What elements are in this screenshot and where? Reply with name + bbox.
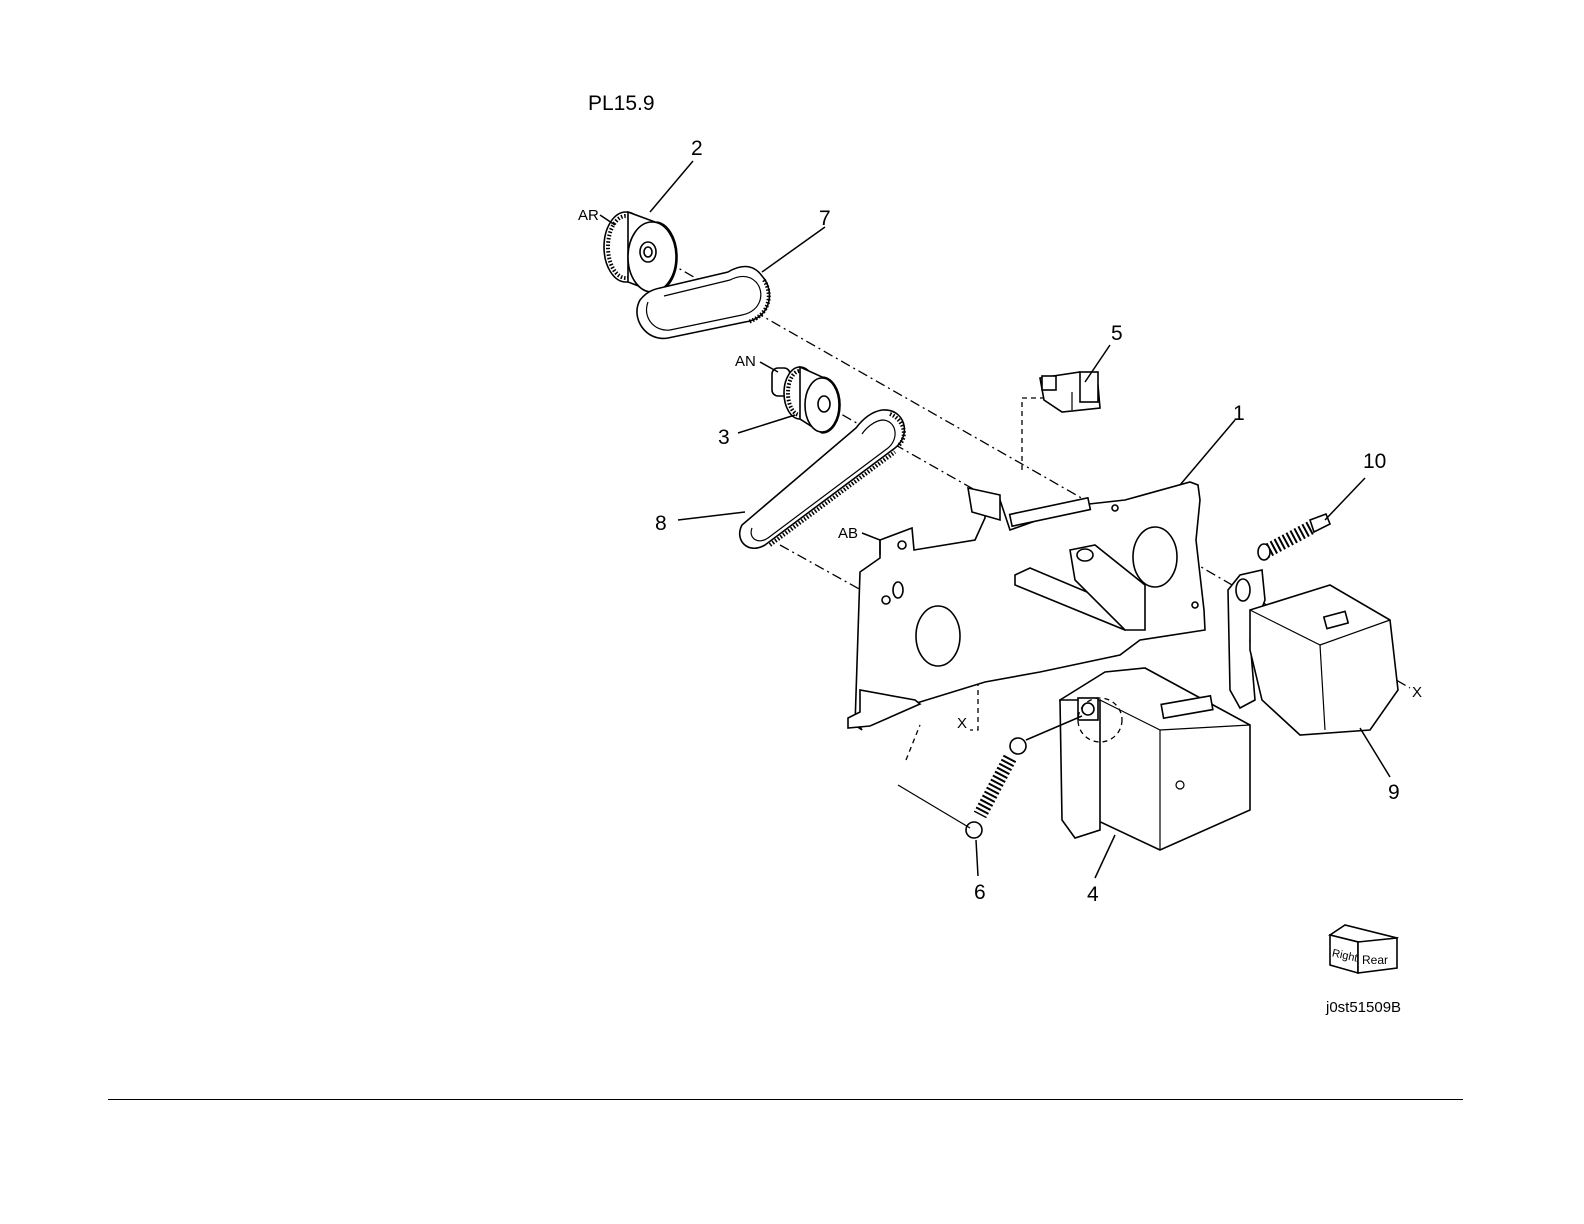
orientation-cube-icon: Right Rear bbox=[1330, 925, 1397, 973]
page-title: PL15.9 bbox=[588, 92, 655, 115]
ref-an: AN bbox=[735, 353, 756, 370]
figure-id: j0st51509B bbox=[1325, 999, 1401, 1016]
ref-ab: AB bbox=[838, 525, 858, 542]
footer-rule bbox=[108, 1099, 1463, 1100]
callout-4: 4 bbox=[1087, 883, 1099, 906]
callout-6: 6 bbox=[974, 881, 986, 904]
motor-9 bbox=[1228, 570, 1398, 735]
callout-9: 9 bbox=[1388, 781, 1400, 804]
callout-7: 7 bbox=[819, 207, 831, 230]
motor-4 bbox=[1060, 668, 1250, 850]
ref-x-left: X bbox=[957, 715, 967, 732]
pulley-3 bbox=[772, 367, 840, 433]
callout-2: 2 bbox=[691, 137, 703, 160]
callout-1: 1 bbox=[1233, 402, 1245, 425]
spring-10 bbox=[1258, 514, 1330, 560]
ref-ar: AR bbox=[578, 207, 599, 224]
callout-3: 3 bbox=[718, 426, 730, 449]
ref-x-right: X bbox=[1412, 684, 1422, 701]
sensor-5 bbox=[1040, 372, 1100, 412]
spring-6 bbox=[898, 716, 1082, 838]
callout-5: 5 bbox=[1111, 322, 1123, 345]
pulley-2 bbox=[604, 212, 677, 292]
cube-label-rear: Rear bbox=[1362, 953, 1388, 967]
callout-10: 10 bbox=[1363, 450, 1386, 473]
callout-8: 8 bbox=[655, 512, 667, 535]
